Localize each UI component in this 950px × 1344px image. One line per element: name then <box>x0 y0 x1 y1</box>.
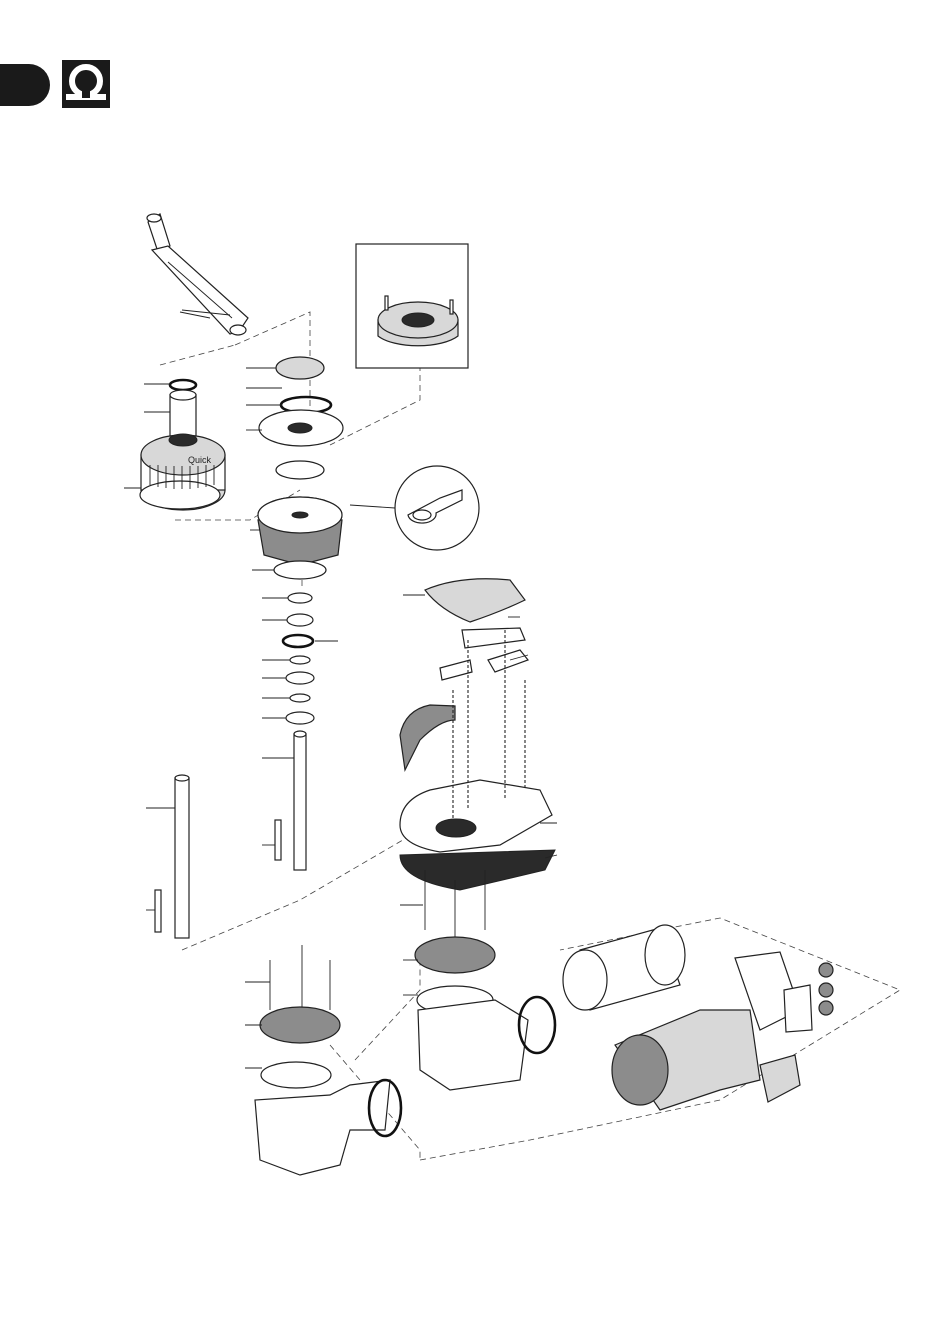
svg-text:Quick: Quick <box>188 455 212 465</box>
warping-drum: Quick <box>140 380 225 510</box>
gearbox-left <box>255 945 401 1175</box>
winch-handle <box>147 214 248 335</box>
main-shaft <box>275 731 306 870</box>
spare-shaft <box>155 775 189 938</box>
base-ring-detail <box>356 244 468 368</box>
bearing-stack <box>283 593 314 724</box>
gearbox-right <box>415 870 555 1090</box>
gypsy-cover <box>400 579 528 770</box>
electric-motor <box>563 925 685 1010</box>
terminal-connectors <box>784 963 833 1032</box>
top-cover-assembly <box>258 357 343 579</box>
deck-plate <box>400 630 555 890</box>
cam-lever-detail <box>395 466 479 550</box>
